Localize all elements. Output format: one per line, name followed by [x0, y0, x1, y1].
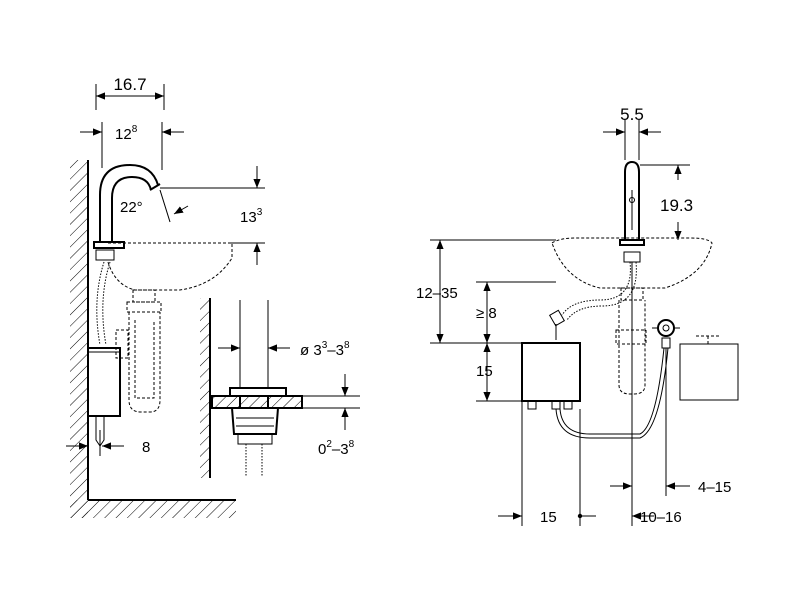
dim-hose-range-upper: 4–15	[666, 479, 731, 496]
hose-right	[561, 261, 631, 316]
dim-top-width-label: 5.5	[620, 105, 644, 124]
dim-min-clearance-label: ≥ 8	[476, 305, 497, 322]
detail-mounting-diagram: ø 33–38 02–38	[200, 298, 360, 478]
hose-left	[96, 261, 105, 346]
dim-top-height: 19.3	[640, 164, 693, 240]
valve-icon	[652, 319, 680, 349]
dim-plate-thickness: 02–38	[302, 374, 360, 458]
dim-overall-width-label: 16.7	[113, 75, 146, 94]
dim-basin-to-box-label: 12–35	[416, 285, 458, 302]
dim-hose-range-lower: 10–16	[610, 482, 682, 526]
dim-plate-thickness-label: 02–38	[318, 439, 355, 458]
control-box-left	[87, 347, 121, 417]
dim-min-clearance: ≥ 8	[476, 282, 497, 343]
transformer-box	[679, 335, 739, 401]
right-faucet-diagram: 5.5 19.3 12–35 ≥ 8 15	[416, 105, 739, 526]
dim-hole-diameter: ø 33–38	[218, 340, 350, 359]
control-box-right	[521, 342, 581, 402]
dim-hose-range-upper-label: 4–15	[698, 479, 731, 496]
cable-right	[555, 347, 669, 439]
dim-top-height-label: 19.3	[660, 196, 693, 215]
dim-box-offset: 15	[498, 509, 596, 526]
left-faucet-diagram: 16.7 128 22° 133 8	[66, 75, 265, 518]
basin-left	[107, 242, 233, 291]
faucet-right	[619, 160, 645, 263]
dim-top-width: 5.5	[603, 105, 661, 160]
dim-spout-height-label: 133	[240, 207, 263, 226]
drain-trap-right	[615, 287, 647, 395]
dim-basin-to-box: 12–35	[416, 240, 458, 343]
dim-hose-range-lower-label: 10–16	[640, 509, 682, 526]
dim-spout-width-label: 128	[115, 124, 138, 143]
dim-angle-label: 22°	[120, 199, 143, 216]
dim-box-offset-label: 15	[540, 509, 557, 526]
dim-spout-height: 133	[160, 166, 265, 265]
dim-spout-width: 128	[80, 122, 184, 170]
dim-angle: 22°	[120, 189, 189, 223]
dim-wall-gap: 8	[66, 430, 150, 456]
dim-wall-gap-label: 8	[142, 439, 150, 456]
dim-box-height: 15	[476, 343, 493, 401]
wall-left	[70, 160, 236, 518]
drain-trap-left	[115, 289, 162, 413]
dim-hole-diameter-label: ø 33–38	[300, 340, 350, 359]
dim-overall-width: 16.7	[95, 75, 165, 110]
faucet-spout-left	[93, 163, 161, 261]
basin-right	[551, 237, 713, 289]
dim-box-height-label: 15	[476, 363, 493, 380]
